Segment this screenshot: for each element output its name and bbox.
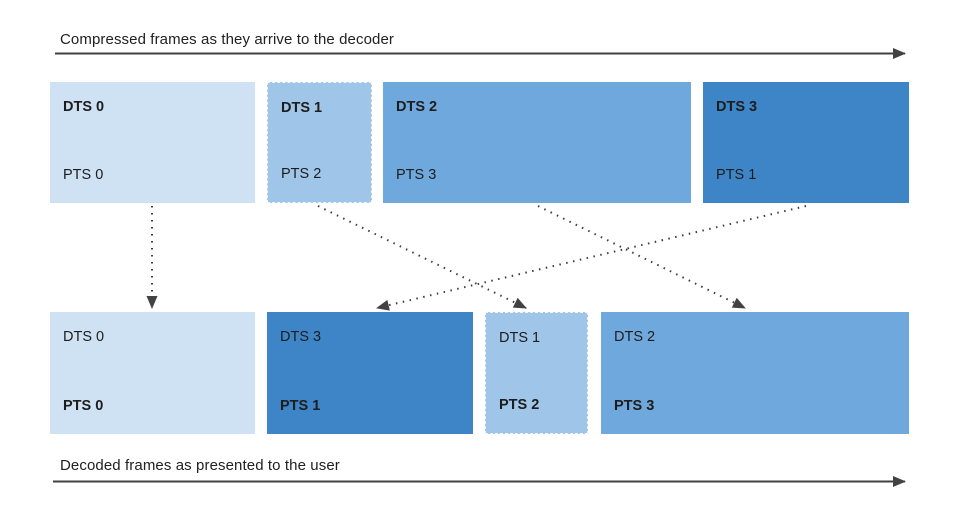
pts-label: PTS 2 bbox=[499, 397, 540, 413]
dts-label: DTS 2 bbox=[396, 99, 438, 115]
dts-label: DTS 0 bbox=[63, 329, 105, 345]
dts-label: DTS 0 bbox=[63, 99, 105, 115]
bottom-frame-pts3: DTS 2 PTS 3 bbox=[601, 312, 909, 434]
bottom-frame-pts0: DTS 0 PTS 0 bbox=[50, 312, 255, 434]
dts-label: DTS 3 bbox=[280, 329, 322, 345]
dts-label: DTS 2 bbox=[614, 329, 656, 345]
dts-label: DTS 1 bbox=[281, 100, 323, 116]
pts-label: PTS 1 bbox=[716, 167, 757, 183]
top-frame-dts0: DTS 0 PTS 0 bbox=[50, 82, 255, 203]
pts-label: PTS 3 bbox=[396, 167, 437, 183]
pts-label: PTS 0 bbox=[63, 167, 104, 183]
top-frame-dts1: DTS 1 PTS 2 bbox=[267, 82, 372, 203]
pts-label: PTS 0 bbox=[63, 398, 104, 414]
top-frame-dts2: DTS 2 PTS 3 bbox=[383, 82, 691, 203]
compressed-frames-axis-label: Compressed frames as they arrive to the … bbox=[60, 31, 395, 48]
pts-label: PTS 1 bbox=[280, 398, 321, 414]
bottom-frame-pts1: DTS 3 PTS 1 bbox=[267, 312, 473, 434]
pts-label: PTS 3 bbox=[614, 398, 655, 414]
top-frame-dts3: DTS 3 PTS 1 bbox=[703, 82, 909, 203]
pts-label: PTS 2 bbox=[281, 166, 322, 182]
decoded-frames-axis-label: Decoded frames as presented to the user bbox=[60, 457, 340, 474]
dts-label: DTS 1 bbox=[499, 330, 541, 346]
dts-label: DTS 3 bbox=[716, 99, 758, 115]
bottom-frame-pts2: DTS 1 PTS 2 bbox=[485, 312, 588, 434]
